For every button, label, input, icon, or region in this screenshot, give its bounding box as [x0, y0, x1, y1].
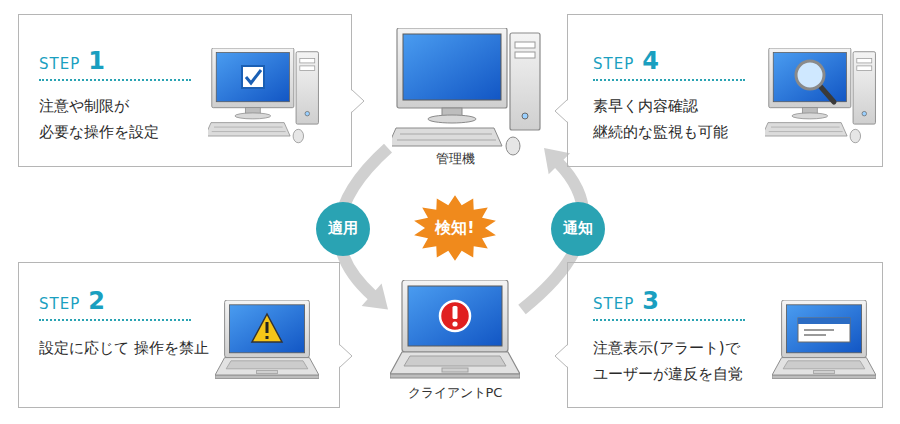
step-word: STEP	[39, 295, 80, 313]
callout-tail	[554, 344, 569, 368]
tail-fill	[350, 89, 364, 113]
step-description: 注意や制限が 必要な操作を設定	[39, 93, 224, 145]
step-heading: STEP 2	[39, 289, 191, 321]
computer-label: クライアントPC	[408, 384, 503, 402]
step-word: STEP	[593, 55, 634, 73]
edge-label: 適用	[328, 219, 358, 238]
step-word: STEP	[39, 55, 80, 73]
computer-label: 管理機	[436, 150, 475, 168]
edge-label-circle: 通知	[551, 202, 605, 256]
alert-label: 検知!	[405, 218, 505, 239]
tail-outline	[555, 344, 568, 368]
callout-tail	[338, 344, 353, 368]
computer-node: クライアントPC	[388, 278, 522, 404]
callout-tail	[554, 99, 569, 123]
edge-label: 通知	[563, 219, 593, 238]
step-callout-box: STEP 1 注意や制限が 必要な操作を設定	[18, 14, 352, 167]
step-callout-box: STEP 4 素早く内容確認 継続的な監視も可能	[567, 14, 883, 167]
step-number: 3	[642, 289, 659, 313]
step-number: 4	[642, 49, 659, 73]
tail-fill	[555, 99, 569, 123]
step-word: STEP	[593, 295, 634, 313]
tail-outline	[339, 344, 352, 368]
tail-outline	[351, 89, 364, 113]
tail-outline	[555, 99, 568, 123]
step-description: 設定に応じて 操作を禁止	[39, 335, 224, 361]
step-heading: STEP 4	[593, 49, 745, 81]
step-description: 注意表示(アラート)で ユーザーが違反を自覚	[593, 335, 778, 387]
computer-node: 管理機	[388, 24, 544, 170]
edge-label-circle: 適用	[316, 202, 370, 256]
step-heading: STEP 3	[593, 289, 745, 321]
step-callout-box: STEP 3 注意表示(アラート)で ユーザーが違反を自覚	[567, 262, 883, 408]
tail-fill	[555, 344, 569, 368]
step-callout-box: STEP 2 設定に応じて 操作を禁止	[18, 262, 340, 408]
step-description: 素早く内容確認 継続的な監視も可能	[593, 93, 778, 145]
step-number: 1	[88, 49, 105, 73]
tail-fill	[338, 344, 352, 368]
step-number: 2	[88, 289, 105, 313]
arrowhead	[362, 284, 388, 310]
step-heading: STEP 1	[39, 49, 191, 81]
callout-tail	[350, 89, 365, 113]
